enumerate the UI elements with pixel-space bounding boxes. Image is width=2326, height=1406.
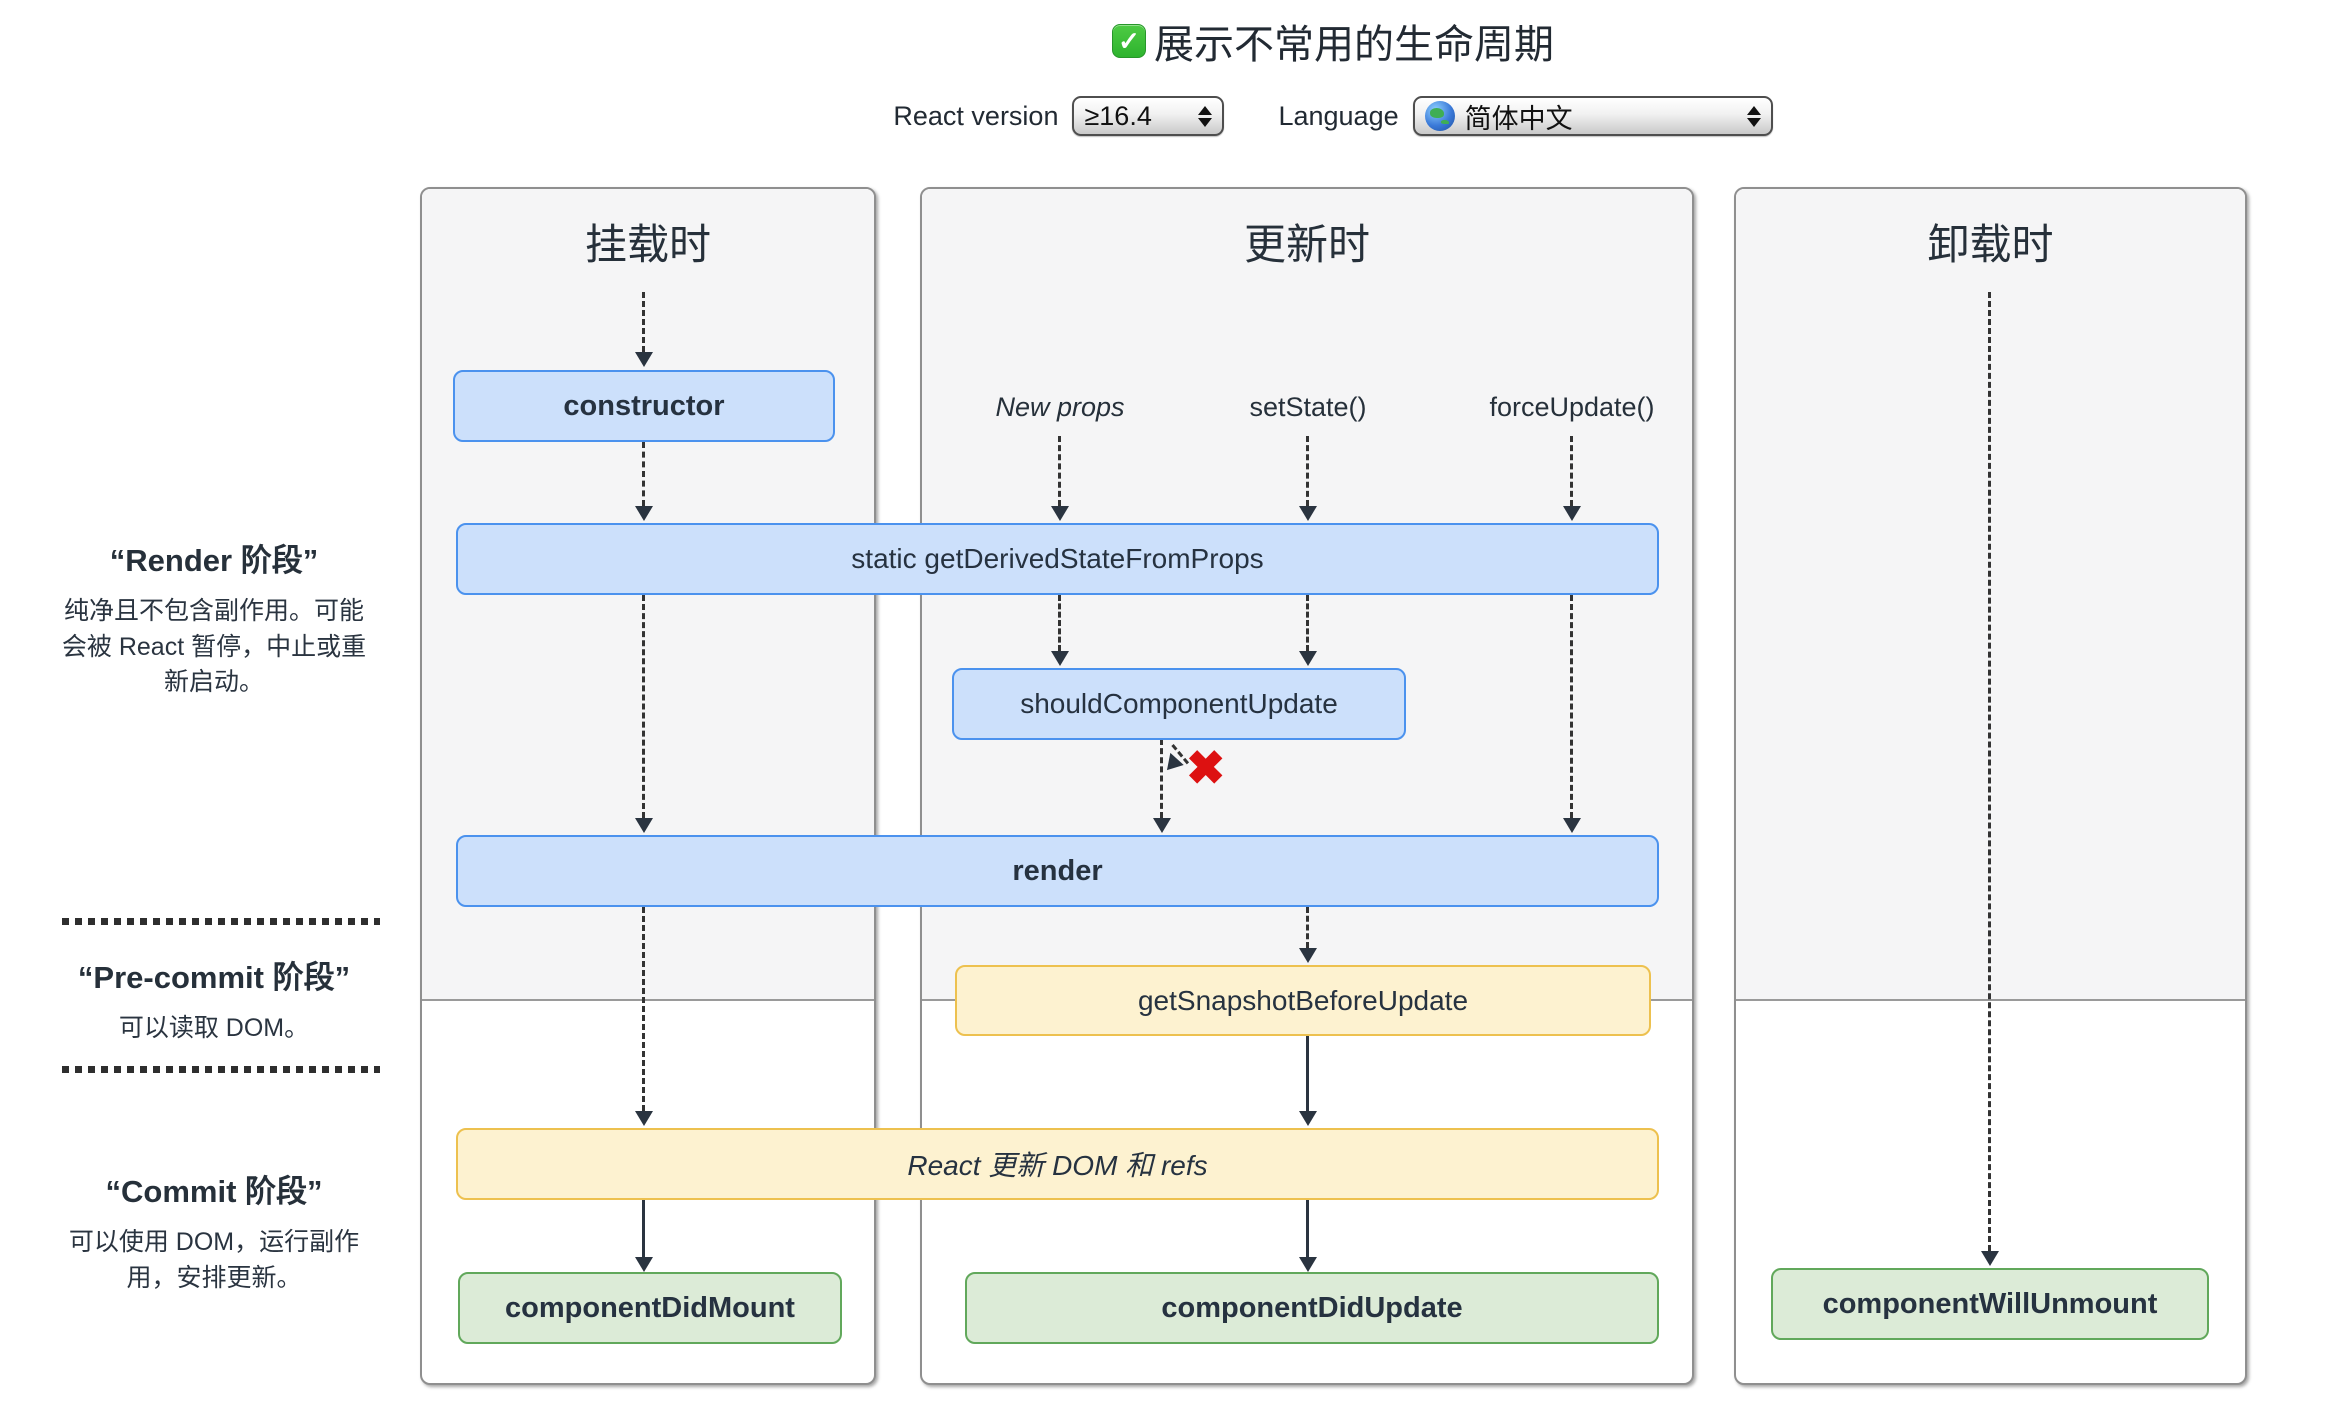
flow-line: [1058, 595, 1061, 651]
arrowhead-icon: [1981, 1251, 1999, 1266]
commit-phase-annotation: “Commit 阶段” 可以使用 DOM，运行副作用，安排更新。: [55, 1166, 373, 1296]
arrowhead-icon: [1299, 651, 1317, 666]
flow-line: [1570, 595, 1573, 818]
mounting-column-title: 挂载时: [584, 221, 711, 268]
render-phase-description: 纯净且不包含副作用。可能会被 React 暂停，中止或重新启动。: [61, 597, 367, 696]
arrowhead-icon: [635, 1257, 653, 1272]
title-row: ✓ 展示不常用的生命周期: [340, 12, 2326, 70]
globe-icon: [1424, 101, 1455, 131]
arrowhead-icon: [1299, 948, 1317, 963]
component-will-unmount-box[interactable]: componentWillUnmount: [1771, 1268, 2209, 1340]
render-phase-title: “Render 阶段”: [109, 543, 319, 578]
flow-line: [1306, 1036, 1309, 1111]
arrowhead-icon: [1299, 1257, 1317, 1272]
flow-line: [1306, 595, 1309, 651]
react-updates-dom-box[interactable]: React 更新 DOM 和 refs: [456, 1128, 1659, 1200]
arrowhead-icon: [1153, 818, 1171, 833]
arrowhead-icon: [635, 352, 653, 367]
arrowhead-icon: [1563, 506, 1581, 521]
flow-line: [1306, 436, 1309, 506]
react-version-select[interactable]: ≥16.4: [1072, 96, 1225, 136]
flow-line: [642, 595, 645, 818]
select-arrows-icon: [1198, 105, 1213, 127]
render-phase-annotation: “Render 阶段” 纯净且不包含副作用。可能会被 React 暂停，中止或重…: [55, 535, 373, 701]
language-select[interactable]: 简体中文: [1412, 96, 1773, 136]
select-arrows-icon: [1746, 105, 1761, 127]
get-derived-state-from-props-box[interactable]: static getDerivedStateFromProps: [456, 523, 1659, 595]
flow-line: [642, 292, 645, 352]
arrowhead-icon: [635, 1111, 653, 1126]
arrowhead-icon: [635, 506, 653, 521]
show-less-common-lifecycles-checkbox[interactable]: ✓: [1112, 24, 1146, 58]
flow-line: [1306, 907, 1309, 948]
arrowhead-icon: [1563, 818, 1581, 833]
flow-line: [1058, 436, 1061, 506]
render-box[interactable]: render: [456, 835, 1659, 907]
component-did-mount-box[interactable]: componentDidMount: [458, 1272, 842, 1344]
precommit-phase-description: 可以读取 DOM。: [118, 1014, 310, 1042]
component-did-update-box[interactable]: componentDidUpdate: [965, 1272, 1659, 1344]
language-value: 简体中文: [1464, 103, 1573, 134]
check-icon: ✓: [1118, 25, 1140, 56]
abort-render-x-icon: ✖: [1186, 741, 1226, 794]
flow-line: [642, 1200, 645, 1257]
setstate-trigger-label: setState(): [1249, 392, 1367, 422]
updating-column-title: 更新时: [1243, 221, 1370, 268]
arrowhead-icon: [635, 818, 653, 833]
get-snapshot-before-update-box[interactable]: getSnapshotBeforeUpdate: [955, 965, 1651, 1036]
react-version-label: React version: [893, 100, 1059, 131]
flow-line: [1160, 739, 1163, 818]
controls-row: React version ≥16.4 Language 简体中文: [340, 96, 2326, 136]
arrowhead-icon: [1051, 651, 1069, 666]
flow-line: [1570, 436, 1573, 506]
phase-separator-line: [62, 1066, 380, 1073]
flow-line: [1988, 292, 1991, 1251]
flow-line: [642, 442, 645, 506]
page-title: 展示不常用的生命周期: [1154, 23, 1554, 67]
react-version-value: ≥16.4: [1084, 100, 1152, 131]
flow-line: [1306, 1200, 1309, 1257]
constructor-box[interactable]: constructor: [453, 370, 835, 442]
flow-line: [642, 907, 645, 1111]
precommit-phase-annotation: “Pre-commit 阶段” 可以读取 DOM。: [55, 952, 373, 1047]
arrowhead-icon: [1299, 1111, 1317, 1126]
arrowhead-icon: [1051, 506, 1069, 521]
language-label: Language: [1278, 100, 1399, 131]
new-props-trigger-label: New props: [995, 392, 1125, 422]
forceupdate-trigger-label: forceUpdate(): [1489, 392, 1655, 422]
commit-phase-description: 可以使用 DOM，运行副作用，安排更新。: [68, 1228, 360, 1292]
should-component-update-box[interactable]: shouldComponentUpdate: [952, 668, 1406, 740]
unmounting-column-title: 卸载时: [1927, 221, 2054, 268]
header: ✓ 展示不常用的生命周期 React version ≥16.4 Languag…: [340, 0, 2326, 136]
precommit-phase-title: “Pre-commit 阶段”: [77, 960, 351, 995]
arrowhead-icon: [1299, 506, 1317, 521]
phase-separator-line: [62, 918, 380, 925]
commit-phase-title: “Commit 阶段”: [105, 1174, 323, 1209]
